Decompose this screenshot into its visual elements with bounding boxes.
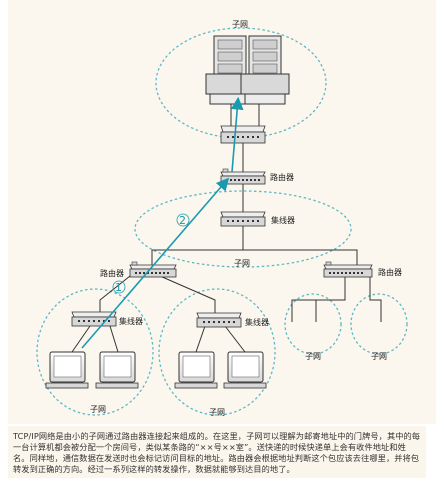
router-left [129,261,177,278]
caption: TCP/IP网络是由小的子网通过路由器连接起来组成的。在这里，子网可以理解为邮寄… [8,426,426,478]
server-right [240,35,290,105]
connection-lines [71,104,382,353]
hub-center [196,312,242,328]
label-subnet-right-a: 子网 [305,352,321,361]
hub-mid [220,211,266,227]
computer-4 [223,351,267,389]
subnet-right-a-circle [284,293,342,355]
step-1-label: 1 [115,281,122,294]
label-router-right: 路由器 [378,267,402,277]
hub-top [220,125,266,144]
label-hub-left: 集线器 [119,316,143,326]
computer-2 [95,351,139,389]
subnet-bottom-left-circle [36,288,154,416]
step-2-label: 2 [179,214,186,227]
label-router-main: 路由器 [270,172,294,182]
server-left [205,35,255,105]
label-subnet-top: 子网 [232,20,248,29]
label-subnet-right-b: 子网 [371,352,387,361]
subnet-right-b-circle [350,293,408,355]
label-hub-center: 集线器 [245,317,269,327]
router-right [323,261,373,278]
route-arrows [81,96,244,349]
computer-1 [45,351,89,389]
computer-3 [174,351,218,389]
subnet-bottom-center-circle [158,288,276,416]
label-subnet-bottom-center: 子网 [209,408,225,417]
subnet-mid-circle [134,190,352,268]
label-hub-mid: 集线器 [271,215,295,225]
hub-left [71,311,117,327]
label-subnet-mid: 子网 [234,259,250,268]
label-router-left: 路由器 [100,268,124,278]
label-subnet-bottom-left: 子网 [90,405,106,414]
